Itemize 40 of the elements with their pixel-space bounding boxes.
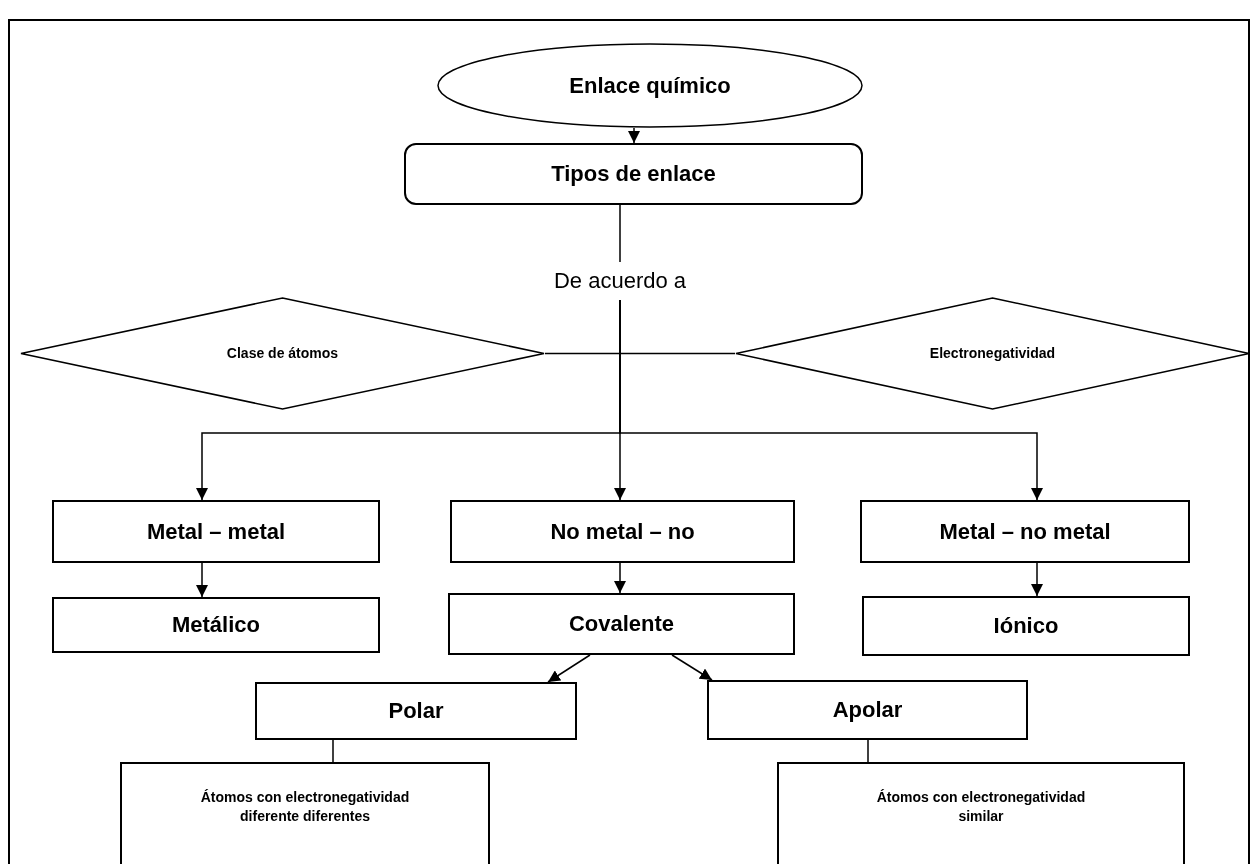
node-label: Tipos de enlace xyxy=(551,160,716,189)
node-label: Clase de átomos xyxy=(226,344,339,363)
process-box xyxy=(860,500,1190,563)
process-box xyxy=(862,596,1190,656)
process-box xyxy=(52,500,380,563)
description-box xyxy=(120,762,490,864)
node-label: No metal – no xyxy=(550,517,695,546)
description-box xyxy=(777,762,1185,864)
process-box xyxy=(707,680,1028,740)
decision-diamond xyxy=(20,297,545,410)
arrow xyxy=(614,562,626,594)
arrow xyxy=(196,562,208,598)
arrow xyxy=(547,654,591,683)
node-label: Átomos con electronegatividad diferente diferentes xyxy=(199,788,411,826)
arrow xyxy=(619,299,1043,501)
connector-text: De acuerdo a xyxy=(553,267,687,296)
connector-line xyxy=(544,352,736,355)
ellipse-node xyxy=(437,43,863,128)
node-label: Electronegatividad xyxy=(929,344,1056,363)
arrow xyxy=(671,654,713,681)
connector-line xyxy=(332,739,334,763)
node-label: Iónico xyxy=(993,612,1059,641)
node-label: Polar xyxy=(388,697,444,726)
node-label: Átomos con electronegatividad similar xyxy=(875,788,1087,826)
decision-diamond xyxy=(735,297,1250,410)
rounded-box xyxy=(404,143,863,205)
node-label: Apolar xyxy=(832,696,903,725)
node-label: Metal – metal xyxy=(146,517,286,546)
node-label: Metal – no metal xyxy=(939,517,1111,546)
arrow xyxy=(1031,562,1043,597)
connector-line xyxy=(867,739,869,763)
process-box xyxy=(448,593,795,655)
process-box xyxy=(52,597,380,653)
node-label: Metálico xyxy=(172,611,260,640)
node-label: Covalente xyxy=(568,610,675,639)
process-box xyxy=(255,682,577,740)
arrow xyxy=(628,127,640,144)
node-label: Enlace químico xyxy=(569,71,731,100)
connector-line xyxy=(619,204,621,263)
process-box xyxy=(450,500,795,563)
